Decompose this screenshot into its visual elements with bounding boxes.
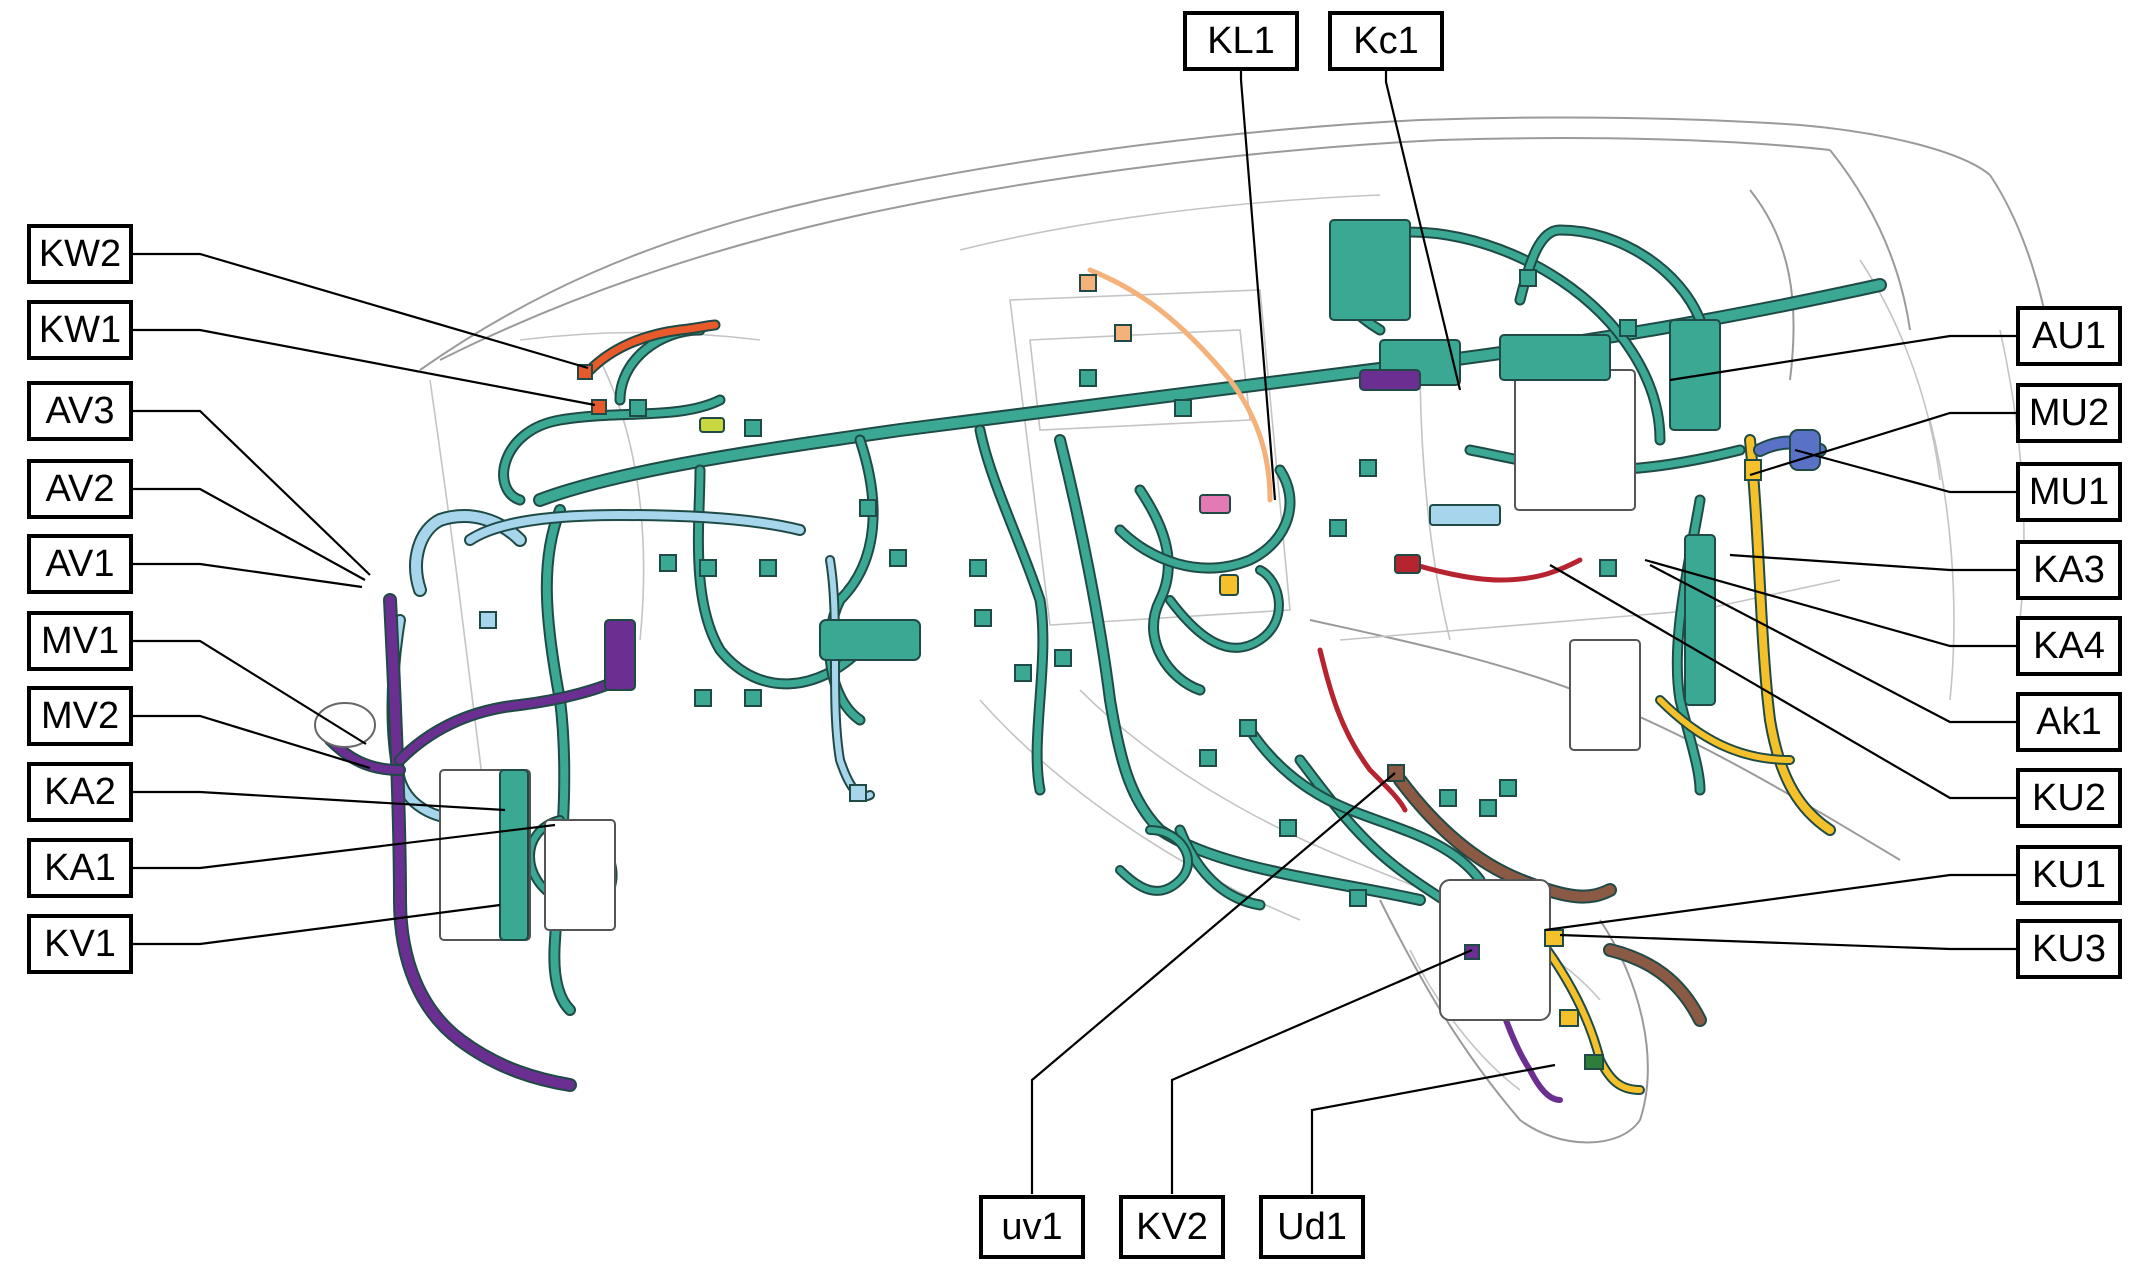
svg-text:MU2: MU2 [2029, 392, 2109, 434]
label-KU3: KU3 [2016, 919, 2122, 979]
svg-text:KW2: KW2 [39, 233, 121, 275]
svg-text:Ak1: Ak1 [2036, 701, 2101, 743]
label-MU2: MU2 [2016, 383, 2122, 443]
label-AV3: AV3 [27, 381, 133, 441]
svg-text:AU1: AU1 [2032, 315, 2106, 357]
svg-text:AV2: AV2 [45, 468, 114, 510]
label-KW1: KW1 [27, 300, 133, 360]
label-KU2: KU2 [2016, 768, 2122, 828]
label-Ak1: Ak1 [2016, 692, 2122, 752]
label-AV2: AV2 [27, 459, 133, 519]
svg-text:Ud1: Ud1 [1277, 1206, 1347, 1248]
label-Kc1: Kc1 [1328, 11, 1444, 71]
label-AU1: AU1 [2016, 306, 2122, 366]
svg-text:uv1: uv1 [1001, 1206, 1062, 1248]
label-KW2: KW2 [27, 224, 133, 284]
label-KL1: KL1 [1183, 11, 1299, 71]
label-uv1: uv1 [979, 1195, 1085, 1259]
svg-text:KA2: KA2 [44, 771, 116, 813]
svg-text:KU3: KU3 [2032, 928, 2106, 970]
leader-lines [131, 70, 2026, 1194]
svg-text:AV3: AV3 [45, 390, 114, 432]
label-MU1: MU1 [2016, 462, 2122, 522]
svg-text:KA3: KA3 [2033, 549, 2105, 591]
label-Ud1: Ud1 [1259, 1195, 1365, 1259]
label-MV1: MV1 [27, 611, 133, 671]
label-KV1: KV1 [27, 914, 133, 974]
label-KA1: KA1 [27, 838, 133, 898]
label-KV2: KV2 [1119, 1195, 1225, 1259]
dashboard-outline [419, 116, 2051, 1144]
label-AV1: AV1 [27, 534, 133, 594]
svg-text:KV2: KV2 [1136, 1206, 1208, 1248]
label-KA3: KA3 [2016, 540, 2122, 600]
svg-text:MV2: MV2 [41, 695, 119, 737]
component-blocks [314, 369, 1641, 1021]
svg-text:AV1: AV1 [45, 543, 114, 585]
svg-text:KU2: KU2 [2032, 777, 2106, 819]
label-KA2: KA2 [27, 762, 133, 822]
svg-text:Kc1: Kc1 [1353, 20, 1418, 62]
svg-text:KL1: KL1 [1207, 20, 1275, 62]
svg-text:KA4: KA4 [2033, 625, 2105, 667]
svg-text:MV1: MV1 [41, 620, 119, 662]
svg-text:MU1: MU1 [2029, 471, 2109, 513]
label-KU1: KU1 [2016, 845, 2122, 905]
svg-text:KU1: KU1 [2032, 854, 2106, 896]
label-KA4: KA4 [2016, 616, 2122, 676]
label-MV2: MV2 [27, 686, 133, 746]
svg-text:KW1: KW1 [39, 309, 121, 351]
svg-text:KA1: KA1 [44, 847, 116, 889]
svg-text:KV1: KV1 [44, 923, 116, 965]
